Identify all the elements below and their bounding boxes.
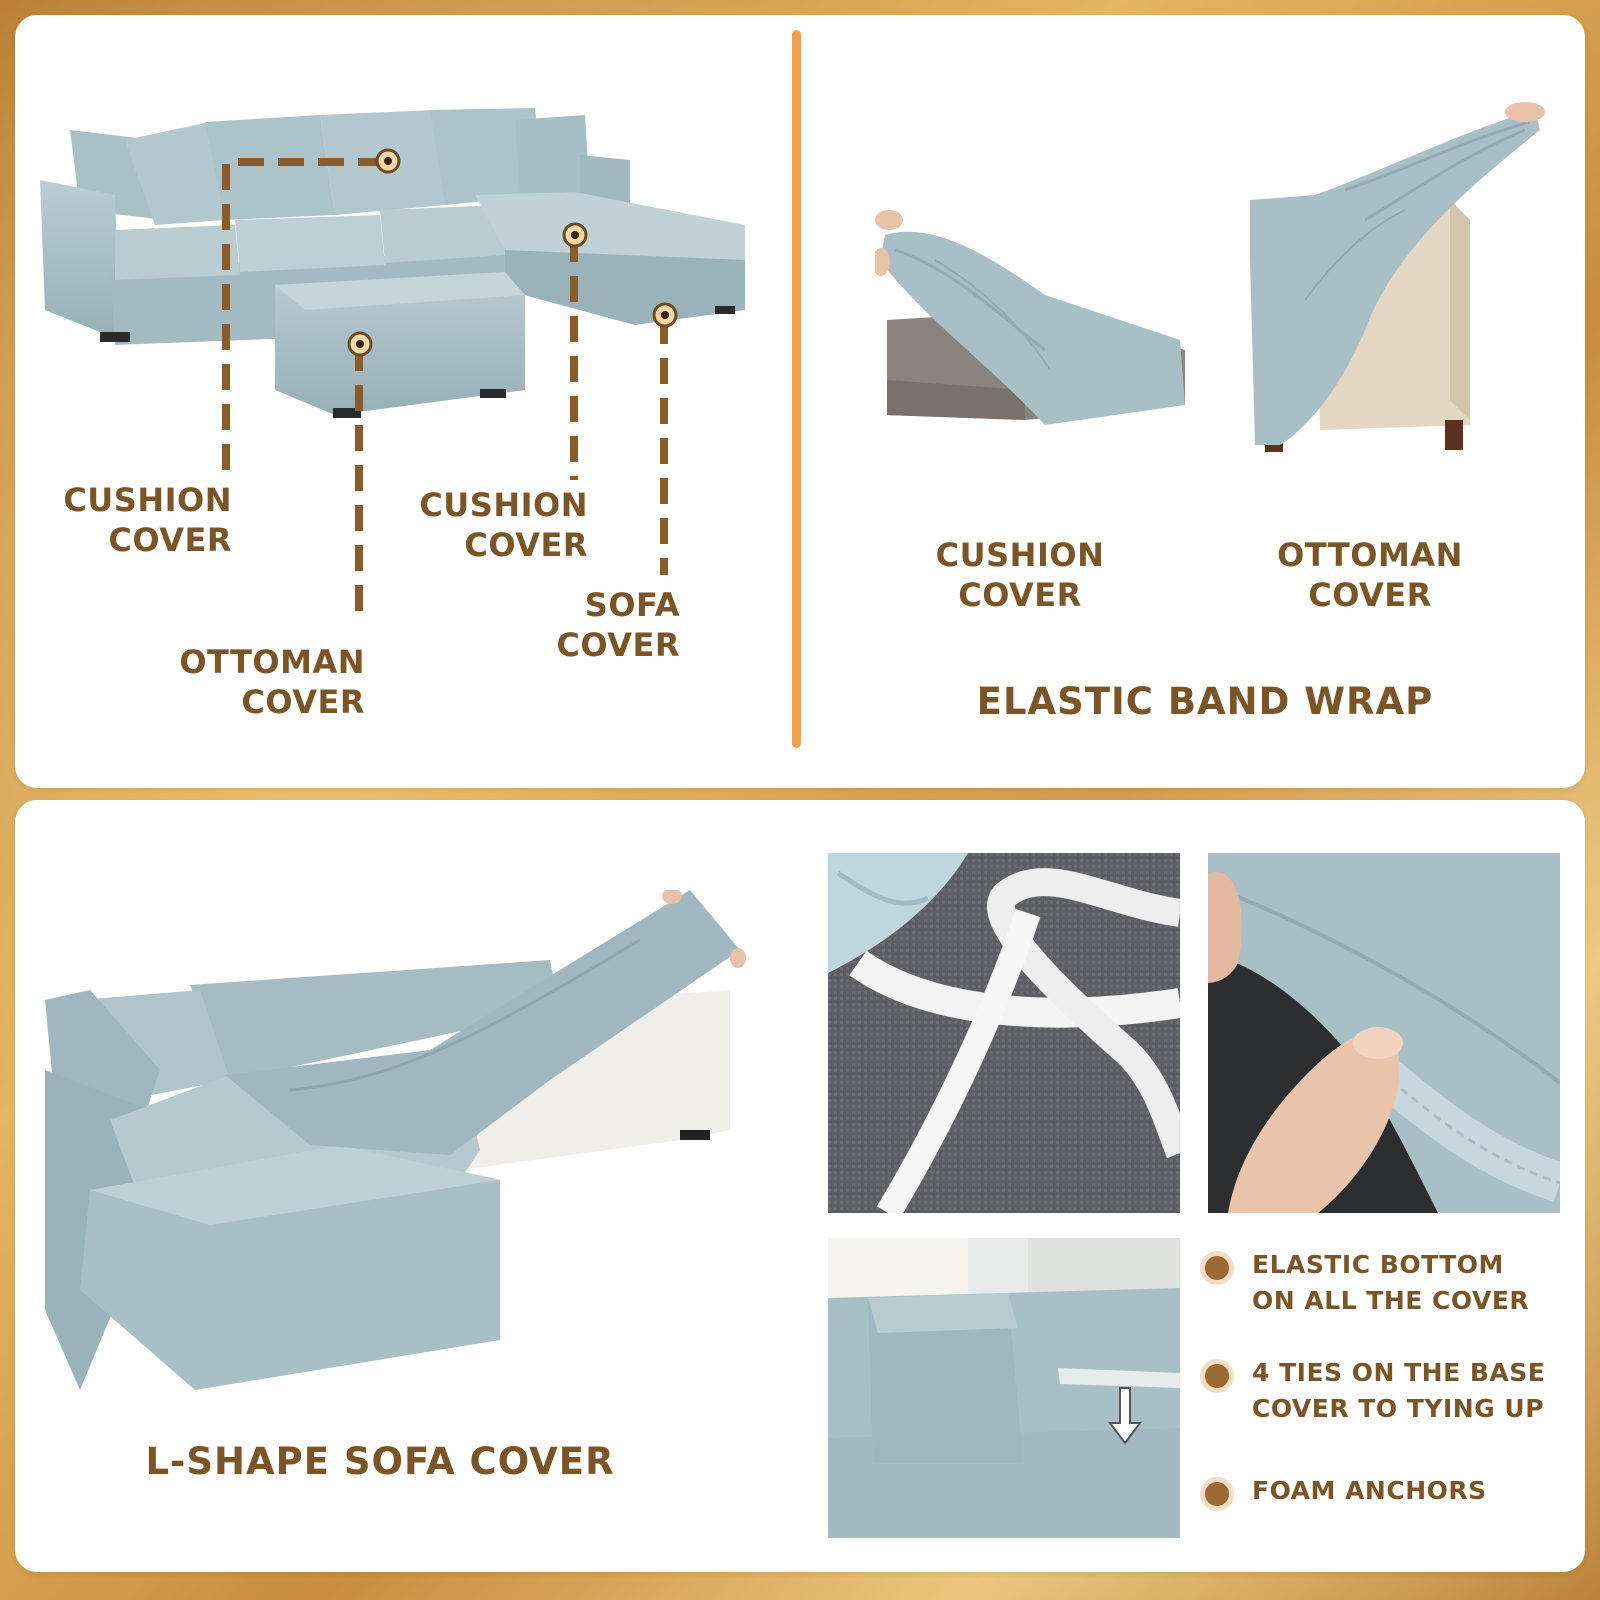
elastic-band-wrap-heading: ELASTIC BAND WRAP: [976, 680, 1434, 723]
ties-detail-image: [828, 853, 1180, 1213]
label-cushion-cover-left: CUSHION COVER: [63, 481, 232, 559]
l-shape-sofa-image: [40, 890, 760, 1430]
bullet-dot-icon: [1200, 1359, 1234, 1393]
label-ottoman-cover-elastic: OTTOMAN COVER: [1277, 536, 1463, 614]
leader-lines: [222, 148, 678, 620]
label-ottoman-cover: OTTOMAN COVER: [179, 643, 365, 721]
foam-anchors-detail-image: [828, 1238, 1180, 1538]
bullet-dot-icon: [1200, 1251, 1234, 1285]
feature-four-ties: 4 TIES ON THE BASE COVER TO TYING UP: [1200, 1355, 1545, 1427]
cushion-cover-image: [875, 200, 1195, 430]
feature-foam-anchors: FOAM ANCHORS: [1200, 1473, 1487, 1511]
feature-elastic-bottom: ELASTIC BOTTOM ON ALL THE COVER: [1200, 1247, 1529, 1319]
label-sofa-cover: SOFA COVER: [556, 586, 680, 664]
panel-divider: [792, 30, 801, 748]
l-shape-sofa-cover-heading: L-SHAPE SOFA COVER: [145, 1440, 615, 1483]
sectional-sofa-image: [35, 100, 765, 430]
bullet-dot-icon: [1200, 1477, 1234, 1511]
elastic-hem-detail-image: [1208, 853, 1560, 1213]
ottoman-cover-image: [1245, 100, 1555, 465]
label-cushion-cover-right: CUSHION COVER: [419, 486, 588, 564]
label-cushion-cover-elastic: CUSHION COVER: [935, 536, 1105, 614]
